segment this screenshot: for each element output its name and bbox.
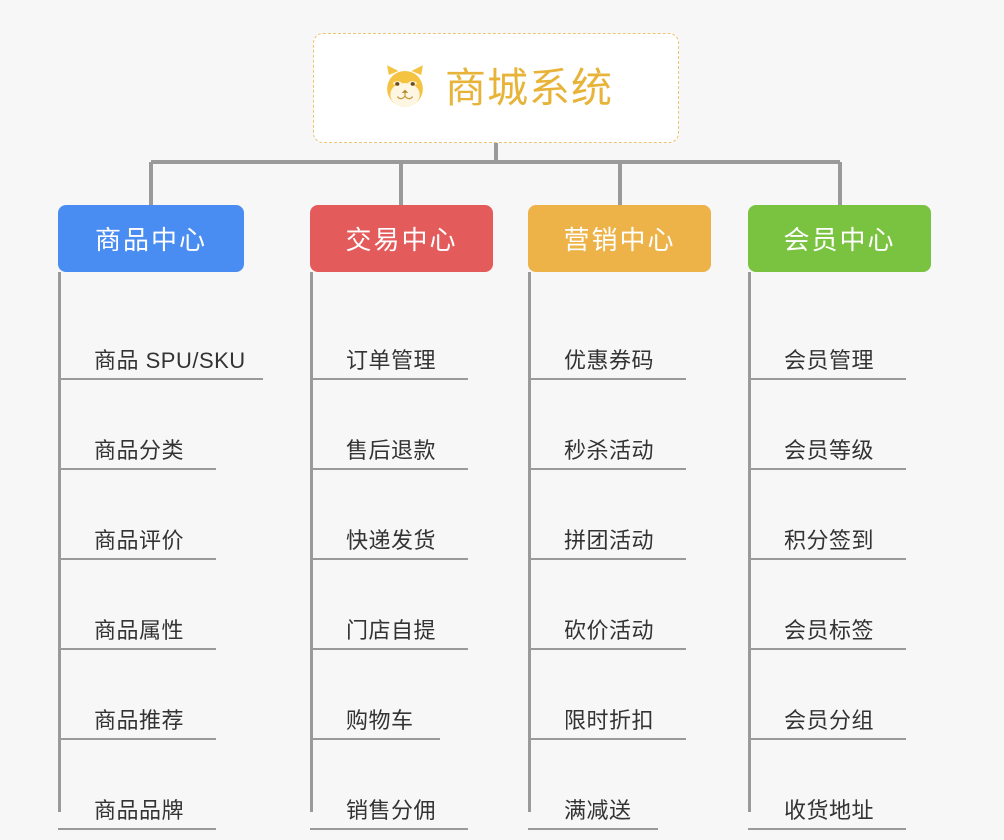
leaf-underline — [58, 828, 216, 830]
shiba-dog-face-icon — [387, 65, 423, 107]
category-title: 营销中心 — [563, 225, 676, 255]
leaf-spine — [528, 272, 531, 812]
category-title: 会员中心 — [783, 225, 896, 255]
leaf-label: 商品品牌 — [94, 797, 185, 823]
category-box-product-center[interactable]: 商品中心 — [58, 205, 244, 272]
leaf-underline — [310, 648, 468, 650]
leaf-label: 拼团活动 — [564, 527, 655, 553]
leaf-spine — [310, 272, 313, 812]
leaf-underline — [748, 738, 906, 740]
leaf-list-member-center: 会员管理 会员等级 积分签到 会员标签 会员分组 收货地址 — [748, 272, 931, 830]
leaf-label: 收货地址 — [784, 797, 875, 823]
leaf-label: 商品推荐 — [94, 707, 185, 733]
column-trade-center: 交易中心 订单管理 售后退款 快递发货 门店自提 购物车 — [310, 205, 493, 830]
category-box-trade-center[interactable]: 交易中心 — [310, 205, 493, 272]
leaf-item[interactable]: 商品 SPU/SKU — [58, 290, 263, 380]
leaf-item[interactable]: 商品属性 — [58, 560, 244, 650]
leaf-item[interactable]: 砍价活动 — [528, 560, 711, 650]
leaf-underline — [528, 738, 686, 740]
leaf-underline — [310, 468, 468, 470]
category-title: 交易中心 — [345, 225, 458, 255]
leaf-item[interactable]: 商品评价 — [58, 470, 244, 560]
leaf-item[interactable]: 快递发货 — [310, 470, 493, 560]
leaf-underline — [748, 468, 906, 470]
leaf-underline — [748, 558, 906, 560]
leaf-underline — [528, 648, 686, 650]
leaf-item[interactable]: 会员分组 — [748, 650, 931, 740]
leaf-label: 商品分类 — [94, 437, 185, 463]
leaf-underline — [58, 468, 216, 470]
leaf-underline — [310, 378, 468, 380]
root-title: 商城系统 — [445, 64, 613, 111]
leaf-underline — [310, 558, 468, 560]
leaf-item[interactable]: 满减送 — [528, 740, 711, 830]
leaf-underline — [58, 738, 216, 740]
leaf-underline — [528, 378, 686, 380]
leaf-underline — [528, 468, 686, 470]
leaf-item[interactable]: 商品分类 — [58, 380, 244, 470]
leaf-label: 会员管理 — [784, 347, 875, 373]
leaf-label: 商品评价 — [94, 527, 185, 553]
leaf-spine — [748, 272, 751, 812]
leaf-label: 砍价活动 — [564, 617, 655, 643]
leaf-item[interactable]: 积分签到 — [748, 470, 931, 560]
leaf-label: 限时折扣 — [564, 707, 655, 733]
leaf-item[interactable]: 拼团活动 — [528, 470, 711, 560]
leaf-underline — [748, 828, 906, 830]
leaf-underline — [58, 378, 263, 380]
leaf-item[interactable]: 会员管理 — [748, 290, 931, 380]
leaf-item[interactable]: 商品推荐 — [58, 650, 244, 740]
leaf-underline — [528, 558, 686, 560]
leaf-item[interactable]: 限时折扣 — [528, 650, 711, 740]
leaf-item[interactable]: 优惠券码 — [528, 290, 711, 380]
leaf-underline — [310, 738, 440, 740]
leaf-item[interactable]: 秒杀活动 — [528, 380, 711, 470]
leaf-underline — [58, 558, 216, 560]
leaf-item[interactable]: 售后退款 — [310, 380, 493, 470]
category-title: 商品中心 — [94, 225, 207, 255]
leaf-item[interactable]: 会员等级 — [748, 380, 931, 470]
leaf-list-marketing-center: 优惠券码 秒杀活动 拼团活动 砍价活动 限时折扣 满减送 — [528, 272, 711, 830]
leaf-label: 会员标签 — [784, 617, 875, 643]
leaf-label: 会员分组 — [784, 707, 875, 733]
leaf-label: 购物车 — [346, 707, 414, 733]
leaf-list-product-center: 商品 SPU/SKU 商品分类 商品评价 商品属性 商品推荐 商品品牌 — [58, 272, 263, 830]
leaf-item[interactable]: 购物车 — [310, 650, 493, 740]
leaf-label: 秒杀活动 — [564, 437, 655, 463]
leaf-label: 满减送 — [564, 797, 632, 823]
leaf-item[interactable]: 订单管理 — [310, 290, 493, 380]
leaf-list-trade-center: 订单管理 售后退款 快递发货 门店自提 购物车 销售分佣 — [310, 272, 493, 830]
leaf-underline — [310, 828, 468, 830]
category-box-marketing-center[interactable]: 营销中心 — [528, 205, 711, 272]
leaf-underline — [58, 648, 216, 650]
leaf-underline — [748, 378, 906, 380]
leaf-spine — [58, 272, 61, 812]
leaf-label: 商品属性 — [94, 617, 185, 643]
leaf-underline — [748, 648, 906, 650]
column-product-center: 商品中心 商品 SPU/SKU 商品分类 商品评价 商品属性 商品推荐 — [58, 205, 263, 830]
leaf-item[interactable]: 销售分佣 — [310, 740, 493, 830]
leaf-item[interactable]: 商品品牌 — [58, 740, 244, 830]
leaf-label: 优惠券码 — [564, 347, 655, 373]
leaf-label: 销售分佣 — [346, 797, 437, 823]
root-node-shop-system[interactable]: 商城系统 — [313, 33, 679, 143]
leaf-label: 商品 SPU/SKU — [94, 347, 246, 373]
leaf-label: 会员等级 — [784, 437, 875, 463]
column-marketing-center: 营销中心 优惠券码 秒杀活动 拼团活动 砍价活动 限时折扣 — [528, 205, 711, 830]
leaf-underline — [528, 828, 658, 830]
leaf-label: 门店自提 — [346, 617, 437, 643]
leaf-item[interactable]: 门店自提 — [310, 560, 493, 650]
leaf-item[interactable]: 收货地址 — [748, 740, 931, 830]
leaf-label: 售后退款 — [346, 437, 437, 463]
leaf-label: 积分签到 — [784, 527, 875, 553]
leaf-item[interactable]: 会员标签 — [748, 560, 931, 650]
leaf-label: 快递发货 — [346, 527, 437, 553]
leaf-label: 订单管理 — [346, 347, 437, 373]
column-member-center: 会员中心 会员管理 会员等级 积分签到 会员标签 会员分组 — [748, 205, 931, 830]
category-box-member-center[interactable]: 会员中心 — [748, 205, 931, 272]
